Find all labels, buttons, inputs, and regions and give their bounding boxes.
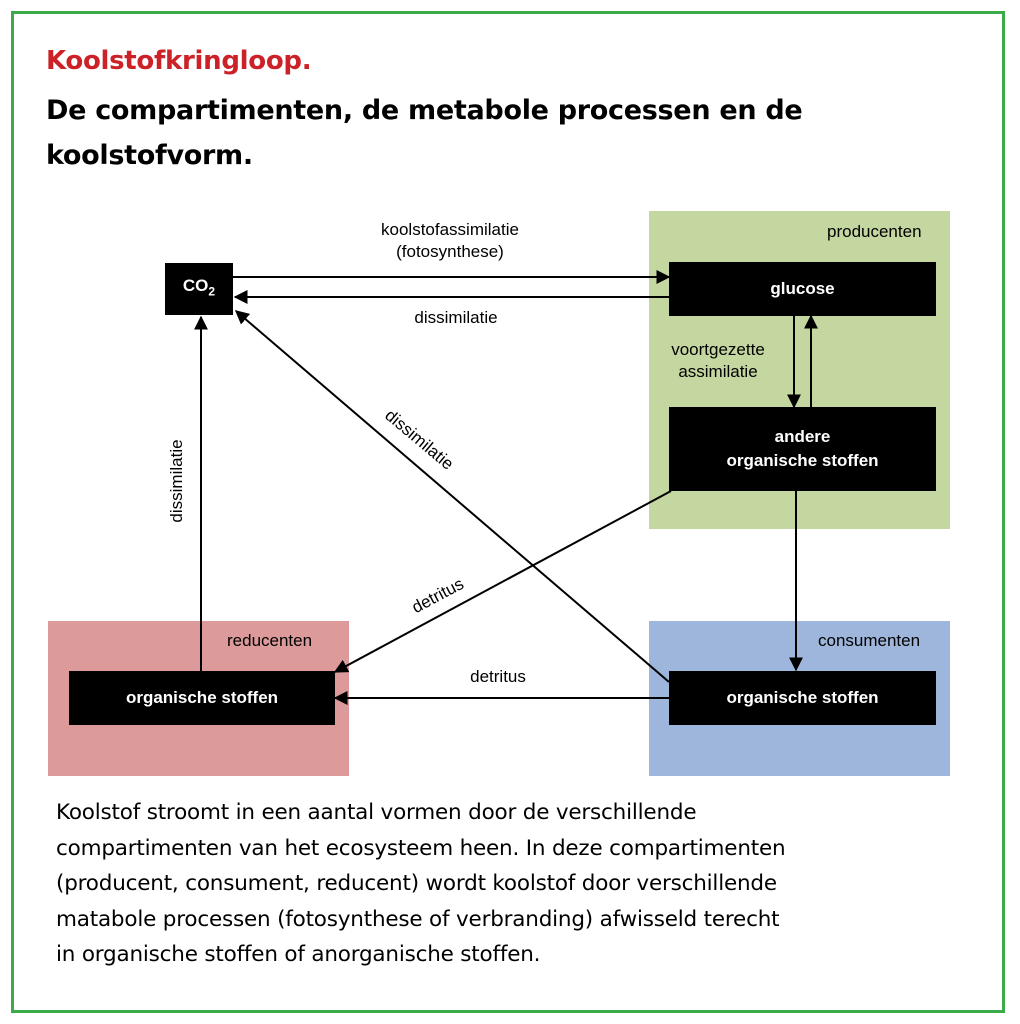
page-title: Koolstofkringloop.	[46, 46, 312, 76]
node-andere-organische-stoffen: andere organische stoffen	[669, 407, 936, 491]
arrow-detritus-diagonal	[333, 490, 672, 673]
arrow-dissimilatie-diagonal	[234, 310, 670, 683]
edge-label-dissimilatie-vertical: dissimilatie	[167, 439, 186, 523]
node-reducenten-organische-stoffen: organische stoffen	[69, 671, 335, 725]
node-glucose: glucose	[669, 262, 936, 316]
paragraph-line: Koolstof stroomt in een aantal vormen do…	[56, 800, 697, 825]
description-paragraph: Koolstof stroomt in een aantal vormen do…	[56, 795, 986, 973]
region-label-reducenten: reducenten	[227, 631, 313, 650]
region-label-consumenten: consumenten	[818, 631, 921, 650]
subtitle-line-2: koolstofvorm.	[46, 140, 253, 171]
page-subtitle: De compartimenten, de metabole processen…	[46, 88, 866, 178]
paragraph-line: in organische stoffen of anorganische st…	[56, 942, 541, 967]
voortgezette-line1: voortgezette	[671, 340, 765, 359]
reducenten-stoffen-label: organische stoffen	[125, 688, 279, 707]
edge-label-voortgezette-assimilatie: voortgezette assimilatie	[648, 339, 788, 383]
paragraph-line: (producent, consument, reducent) wordt k…	[56, 871, 777, 896]
subtitle-line-1: De compartimenten, de metabole processen…	[46, 95, 803, 126]
koolstofassimilatie-line1: koolstofassimilatie	[381, 220, 519, 239]
edge-label-koolstofassimilatie: koolstofassimilatie (fotosynthese)	[350, 219, 550, 263]
edge-label-detritus-bottom: detritus	[470, 667, 526, 686]
glucose-label: glucose	[770, 279, 835, 298]
paragraph-line: compartimenten van het ecosysteem heen. …	[56, 835, 786, 861]
co2-label: CO2	[182, 276, 216, 299]
page-frame	[11, 11, 1005, 1013]
edge-label-dissimilatie-top: dissimilatie	[414, 308, 498, 327]
andere-label-line1: andere	[774, 427, 831, 446]
voortgezette-line2: assimilatie	[678, 362, 758, 381]
node-consumenten-organische-stoffen: organische stoffen	[669, 671, 936, 725]
region-label-producenten: producenten	[827, 222, 922, 241]
koolstofassimilatie-line2: (fotosynthese)	[396, 242, 504, 261]
paragraph-line: matabole processen (fotosynthese of verb…	[56, 906, 780, 932]
node-co2: CO2	[165, 263, 233, 315]
consumenten-stoffen-label: organische stoffen	[726, 688, 879, 707]
andere-label-line2: organische stoffen	[726, 451, 879, 470]
